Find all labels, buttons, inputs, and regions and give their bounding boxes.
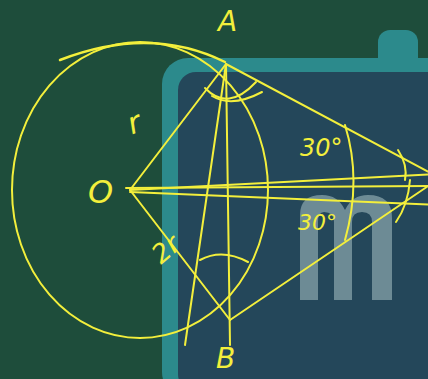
- line-op2: [130, 192, 428, 205]
- angle-p: [345, 125, 354, 240]
- logo-mark: [300, 195, 392, 300]
- angle-b: [200, 254, 248, 262]
- radius-oa: [130, 64, 226, 190]
- extension: [185, 64, 226, 345]
- point-label: A: [218, 8, 237, 36]
- point-label: B: [216, 345, 235, 373]
- tablet-screen: [178, 72, 428, 379]
- angle-label: 30°: [298, 212, 337, 234]
- chord-ab: [226, 64, 230, 345]
- angle-label: 30°: [300, 136, 343, 160]
- construction: [12, 42, 428, 345]
- point-label: O: [88, 176, 113, 208]
- tangent-b: [230, 178, 428, 320]
